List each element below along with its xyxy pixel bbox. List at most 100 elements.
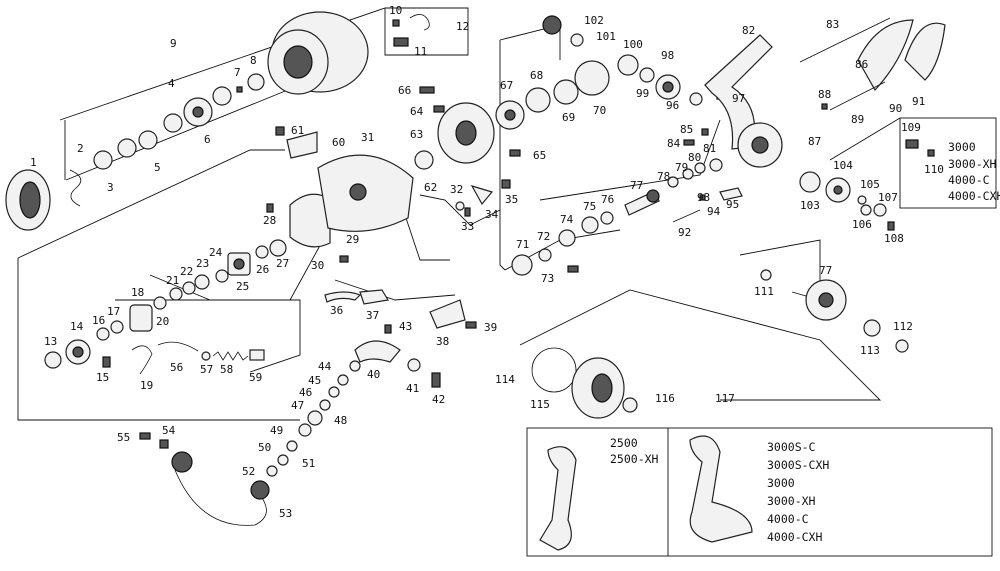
part-15-screw xyxy=(102,356,111,368)
callout-28: 28 xyxy=(263,214,276,227)
part-20-washer xyxy=(153,296,167,310)
part-77-drive-gear xyxy=(791,279,847,321)
part-68-ring xyxy=(525,87,551,113)
part-117-handle-2500 xyxy=(539,446,577,551)
part-54-screw xyxy=(159,439,169,449)
callout-44: 44 xyxy=(318,360,332,373)
part-2-spring xyxy=(69,169,82,207)
callout-114: 114 xyxy=(495,373,515,386)
callout-63: 63 xyxy=(410,128,423,141)
part-30-screw xyxy=(339,255,349,263)
callout-70: 70 xyxy=(593,104,606,117)
part-19-spring xyxy=(131,345,153,375)
callout-42: 42 xyxy=(432,393,445,406)
part-78-washer xyxy=(667,176,679,188)
part-76-ring xyxy=(600,211,614,225)
part-58-spring xyxy=(212,351,249,361)
callout-73: 73 xyxy=(541,272,554,285)
callout-93: 93 xyxy=(697,191,710,204)
part-85-screw xyxy=(701,128,709,136)
callout-64: 64 xyxy=(410,105,424,118)
callout-61: 61 xyxy=(291,124,304,137)
part-1-drag-knob xyxy=(5,169,51,231)
callout-86: 86 xyxy=(855,58,868,71)
callout-7: 7 xyxy=(234,66,241,79)
part-66-screw xyxy=(419,86,435,94)
part-8-bearing xyxy=(247,73,265,91)
part-23-ring xyxy=(194,274,210,290)
part-48-roller xyxy=(307,410,323,426)
part-4-washer xyxy=(117,138,137,158)
part-109-plate xyxy=(905,139,919,149)
part-53-bail-wire xyxy=(171,451,270,526)
callout-51: 51 xyxy=(302,457,315,470)
part-37-lever xyxy=(359,289,389,305)
part-95-plate xyxy=(719,187,743,201)
callout-111: 111 xyxy=(754,285,774,298)
part-75-bearing xyxy=(581,216,599,234)
part-41-nut xyxy=(407,358,421,372)
callout-71: 71 xyxy=(516,238,529,251)
callout-115: 115 xyxy=(530,398,550,411)
part-24-nut xyxy=(215,269,229,283)
callout-26: 26 xyxy=(256,263,269,276)
callout-85: 85 xyxy=(680,123,693,136)
part-103-washer xyxy=(799,171,821,193)
part-71-bushing xyxy=(511,254,533,276)
callout-95: 95 xyxy=(726,198,739,211)
part-61-screw xyxy=(275,126,285,136)
part-9-spool xyxy=(267,11,369,95)
part-46-washer xyxy=(328,386,340,398)
callout-18: 18 xyxy=(131,286,144,299)
callout-25: 25 xyxy=(236,280,249,293)
part-98-bearing-housing xyxy=(655,74,681,100)
part-99-washer xyxy=(639,67,655,83)
part-39-screw xyxy=(465,321,477,329)
part-70-ring xyxy=(574,60,610,96)
part-6-clicker xyxy=(183,97,213,127)
part-81-bearing xyxy=(709,158,723,172)
part-42-screw xyxy=(431,372,441,388)
callout-69: 69 xyxy=(562,111,575,124)
callout-106: 106 xyxy=(852,218,872,231)
callout-79: 79 xyxy=(675,161,688,174)
callout-20: 20 xyxy=(156,315,169,328)
callout-92: 92 xyxy=(678,226,691,239)
part-31-body xyxy=(317,154,414,232)
part-60-cover xyxy=(286,131,318,159)
part-26-bearing xyxy=(255,245,269,259)
callout-47: 47 xyxy=(291,399,304,412)
part-102-nut xyxy=(542,15,562,35)
callout-77-drive-gear: 77 xyxy=(819,264,832,277)
part-14-bushing xyxy=(65,339,91,365)
model-109-line-3: 4000-C xyxy=(948,173,990,187)
callout-110: 110 xyxy=(924,163,944,176)
handle-left-line-1: 2500 xyxy=(610,436,638,450)
callout-12: 12 xyxy=(456,20,469,33)
callout-3: 3 xyxy=(107,181,114,194)
callout-31: 31 xyxy=(361,131,374,144)
part-107-bearing xyxy=(873,203,887,217)
parts xyxy=(5,11,946,551)
part-67-plate xyxy=(495,100,525,130)
part-12-spring xyxy=(409,14,430,31)
callout-56: 56 xyxy=(170,361,183,374)
callout-98: 98 xyxy=(661,49,674,62)
callout-27: 27 xyxy=(276,257,289,270)
callout-48: 48 xyxy=(334,414,347,427)
handle-right-line-6: 4000-CXH xyxy=(767,530,822,544)
callout-2: 2 xyxy=(77,142,84,155)
part-73-screw xyxy=(567,265,579,273)
callout-96: 96 xyxy=(666,99,679,112)
part-28-screw xyxy=(266,203,274,213)
callout-97: 97 xyxy=(732,92,745,105)
callout-100: 100 xyxy=(623,38,643,51)
callout-29: 29 xyxy=(346,233,359,246)
part-93-pin xyxy=(699,194,706,201)
part-21-ring xyxy=(169,287,183,301)
part-110-screw xyxy=(927,149,935,157)
callout-53: 53 xyxy=(279,507,292,520)
callout-76: 76 xyxy=(601,193,614,206)
part-80-washer xyxy=(694,162,706,174)
callout-116: 116 xyxy=(655,392,675,405)
